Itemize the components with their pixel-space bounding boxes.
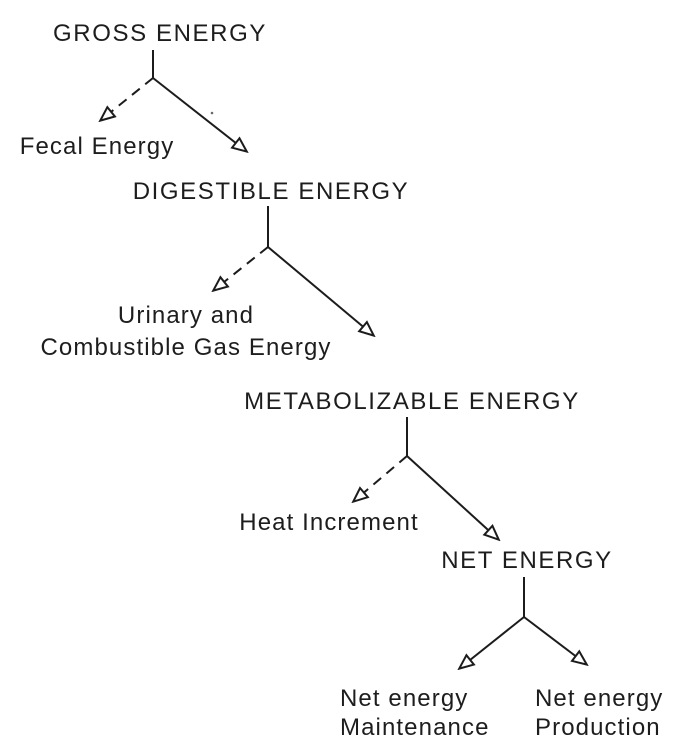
node-net-energy: NET ENERGY: [441, 547, 613, 574]
arrow-digestible-to-urinary: [214, 246, 269, 290]
node-urinary-line2: Combustible Gas Energy: [40, 334, 332, 361]
node-nep-line1: Net energy: [535, 685, 664, 712]
node-nem-line1: Net energy: [340, 685, 469, 712]
arrow-gross-to-digestible: [152, 77, 246, 151]
ink-speck: [210, 111, 214, 115]
arrow-metabolizable-to-heat: [354, 455, 408, 501]
node-net-energy-maintenance: Net energy Maintenance: [340, 684, 490, 742]
arrow-net-to-production: [523, 616, 586, 664]
arrow-digestible-to-metabolizable: [267, 246, 373, 335]
node-net-energy-production: Net energy Production: [535, 684, 663, 742]
node-fecal-energy: Fecal Energy: [19, 133, 175, 160]
arrow-net-to-maintenance: [460, 616, 525, 668]
node-nep-line2: Production: [535, 714, 661, 741]
node-metabolizable-energy: METABOLIZABLE ENERGY: [244, 388, 580, 415]
node-digestible-energy: DIGESTIBLE ENERGY: [132, 178, 410, 205]
node-nem-line2: Maintenance: [340, 714, 490, 741]
node-gross-energy: GROSS ENERGY: [53, 20, 267, 47]
node-urinary-line1: Urinary and: [117, 302, 255, 329]
arrow-metabolizable-to-net: [406, 455, 498, 539]
node-heat-increment: Heat Increment: [239, 509, 419, 536]
node-urinary-combustible-gas-energy: Urinary and Combustible Gas Energy: [41, 300, 332, 364]
arrow-gross-to-fecal: [101, 77, 154, 120]
